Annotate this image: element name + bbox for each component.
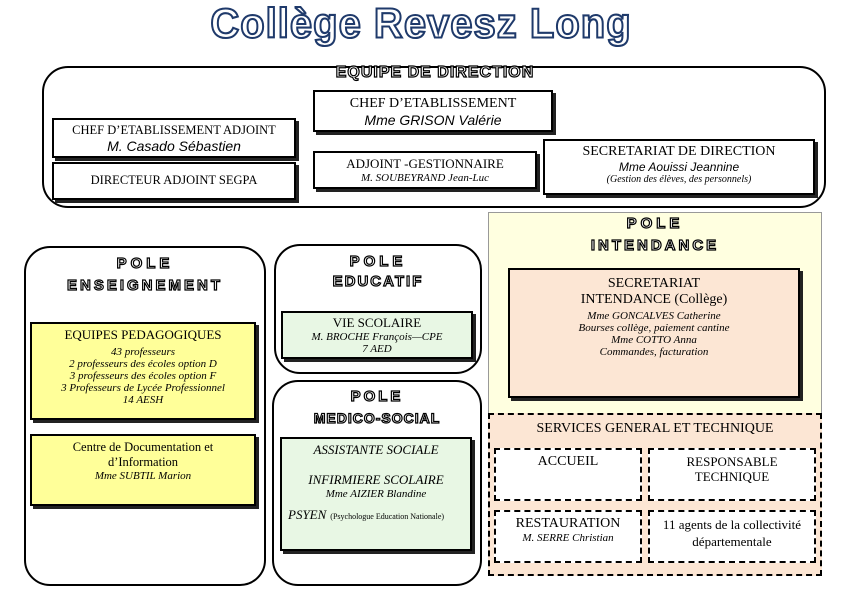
infirmiere-scolaire: INFIRMIERE SCOLAIRE: [308, 472, 444, 487]
secretariat-intendance-line: Mme GONCALVES Catherine: [587, 310, 721, 322]
equipes-pedagogiques-box: EQUIPES PEDAGOGIQUES 43 professeurs 2 pr…: [30, 322, 256, 420]
enseignement-label-2: ENSEIGNEMENT: [66, 276, 223, 294]
secretariat-direction-box: SECRETARIAT DE DIRECTION Mme Aouissi Jea…: [543, 139, 815, 195]
services-title: SERVICES GENERAL ET TECHNIQUE: [536, 421, 774, 436]
secretariat-intendance-title-2: INTENDANCE (Collège): [580, 292, 728, 307]
cdi-name: Mme SUBTIL Marion: [94, 470, 192, 482]
equipes-line: 43 professeurs: [110, 346, 176, 358]
segpa-box: DIRECTEUR ADJOINT SEGPA: [52, 162, 296, 200]
equipes-title: EQUIPES PEDAGOGIQUES: [64, 327, 222, 342]
chef-role: CHEF D’ETABLISSEMENT: [349, 96, 517, 111]
adjoint-name: M. Casado Sébastien: [107, 138, 241, 154]
chef-name: Mme GRISON Valérie: [364, 112, 502, 128]
psyen-title: PSYEN: [288, 507, 327, 522]
chef-etablissement-box: CHEF D’ETABLISSEMENT Mme GRISON Valérie: [313, 90, 553, 132]
restauration-name: M. SERRE Christian: [522, 532, 614, 544]
vie-scolaire-box: VIE SCOLAIRE M. BROCHE François—CPE 7 AE…: [281, 311, 473, 359]
vie-scolaire-aed: 7 AED: [362, 343, 392, 355]
secretariat-role: SECRETARIAT DE DIRECTION: [582, 144, 776, 159]
responsable-technique-box: RESPONSABLE TECHNIQUE: [648, 448, 816, 501]
segpa-role: DIRECTEUR ADJOINT SEGPA: [90, 173, 258, 187]
responsable-technique-label: RESPONSABLE TECHNIQUE: [686, 454, 778, 484]
secretariat-intendance-line: Mme COTTO Anna: [611, 334, 697, 346]
gestionnaire-box: ADJOINT -GESTIONNAIRE M. SOUBEYRAND Jean…: [313, 151, 537, 189]
vie-scolaire-title: VIE SCOLAIRE: [332, 315, 422, 330]
direction-label: EQUIPE DE DIRECTION: [335, 63, 535, 81]
infirmiere-name: Mme AIZIER Blandine: [325, 488, 427, 500]
equipes-line: 14 AESH: [122, 394, 164, 406]
educatif-label-2: EDUCATIF: [332, 272, 424, 290]
secretariat-detail: (Gestion des élèves, des personnels): [606, 174, 752, 185]
enseignement-label-1: POLE: [116, 254, 174, 272]
educatif-label-1: POLE: [349, 252, 407, 270]
gestionnaire-role: ADJOINT -GESTIONNAIRE: [346, 156, 504, 171]
medico-social-box: ASSISTANTE SOCIALE INFIRMIERE SCOLAIRE M…: [280, 437, 472, 551]
restauration-label: RESTAURATION: [515, 516, 621, 531]
agents-box: 11 agents de la collectivité département…: [648, 510, 816, 563]
chef-adjoint-box: CHEF D’ETABLISSEMENT ADJOINT M. Casado S…: [52, 118, 296, 158]
vie-scolaire-name: M. BROCHE François—CPE: [311, 331, 443, 343]
secretariat-intendance-title-1: SECRETARIAT: [607, 276, 701, 291]
secretariat-name: Mme Aouissi Jeannine: [618, 160, 740, 174]
equipes-line: 3 professeurs des écoles option F: [69, 370, 217, 382]
intendance-label-2: INTENDANCE: [590, 236, 720, 254]
accueil-box: ACCUEIL: [494, 448, 642, 501]
equipes-line: 2 professeurs des écoles option D: [69, 358, 217, 370]
medico-label-1: POLE: [350, 387, 404, 405]
page-title: Collège Revesz Long: [209, 0, 632, 48]
psyen-line: PSYEN (Psychologue Education Nationale): [282, 506, 470, 524]
medico-label-2: MEDICO-SOCIAL: [313, 409, 441, 426]
gestionnaire-name: M. SOUBEYRAND Jean-Luc: [360, 172, 489, 184]
agents-label: 11 agents de la collectivité département…: [662, 517, 802, 549]
intendance-label-1: POLE: [626, 214, 684, 232]
accueil-label: ACCUEIL: [537, 454, 599, 469]
adjoint-role: CHEF D’ETABLISSEMENT ADJOINT: [72, 123, 276, 137]
cdi-title: Centre de Documentation et d’Information: [72, 440, 214, 469]
psyen-detail: (Psychologue Education Nationale): [330, 512, 445, 521]
secretariat-intendance-line: Commandes, facturation: [599, 346, 709, 358]
equipes-line: 3 Professeurs de Lycée Professionnel: [61, 382, 225, 394]
assistante-sociale: ASSISTANTE SOCIALE: [313, 442, 439, 457]
secretariat-intendance-box: SECRETARIAT INTENDANCE (Collège) Mme GON…: [508, 268, 800, 398]
secretariat-intendance-line: Bourses collège, paiement cantine: [578, 322, 730, 334]
cdi-box: Centre de Documentation et d’Information…: [30, 434, 256, 506]
restauration-box: RESTAURATION M. SERRE Christian: [494, 510, 642, 563]
